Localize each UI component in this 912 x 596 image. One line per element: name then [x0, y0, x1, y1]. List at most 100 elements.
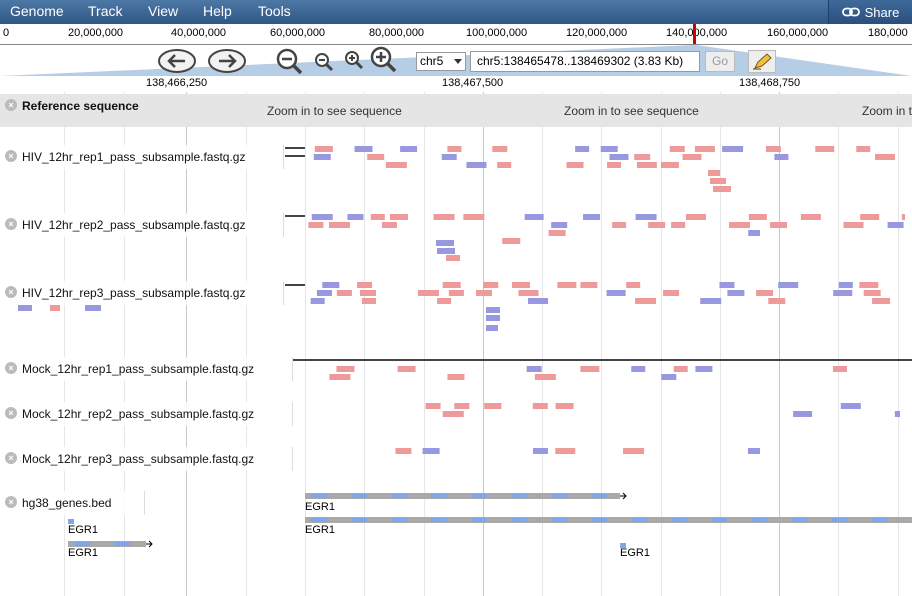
read[interactable]	[532, 448, 548, 454]
chromosome-select[interactable]: chr5	[416, 52, 466, 71]
gene-exon[interactable]	[74, 542, 90, 546]
read[interactable]	[669, 146, 685, 152]
read[interactable]	[833, 290, 853, 296]
gene-exon[interactable]	[620, 543, 626, 548]
read[interactable]	[400, 146, 418, 152]
read[interactable]	[580, 366, 600, 372]
read[interactable]	[856, 146, 871, 152]
track-label-hiv-rep1[interactable]: × HIV_12hr_rep1_pass_subsample.fastq.gz	[0, 145, 284, 169]
gene-feature[interactable]	[305, 517, 912, 523]
overview-location-marker[interactable]	[693, 24, 696, 44]
gene-feature[interactable]	[68, 541, 146, 547]
read[interactable]	[486, 325, 498, 331]
read[interactable]	[534, 374, 556, 380]
read[interactable]	[347, 214, 364, 220]
read[interactable]	[832, 366, 847, 372]
read[interactable]	[381, 222, 397, 228]
read[interactable]	[631, 366, 646, 372]
read[interactable]	[863, 290, 881, 296]
read[interactable]	[635, 298, 657, 304]
read[interactable]	[308, 222, 324, 228]
gene-exon[interactable]	[391, 518, 407, 522]
read[interactable]	[612, 222, 627, 228]
read[interactable]	[663, 290, 680, 296]
read[interactable]	[466, 162, 487, 168]
highlight-button[interactable]	[748, 50, 776, 73]
read[interactable]	[875, 154, 896, 160]
close-icon[interactable]: ×	[5, 286, 17, 298]
read[interactable]	[447, 146, 462, 152]
read[interactable]	[357, 282, 373, 288]
read[interactable]	[311, 214, 333, 220]
read[interactable]	[671, 222, 686, 228]
read[interactable]	[815, 146, 835, 152]
close-icon[interactable]: ×	[5, 452, 17, 464]
read[interactable]	[555, 403, 574, 409]
read-line[interactable]	[285, 215, 305, 217]
track-label-mock-rep2[interactable]: × Mock_12hr_rep2_pass_subsample.fastq.gz	[0, 402, 293, 426]
gene-label[interactable]: EGR1	[620, 547, 650, 559]
read[interactable]	[548, 230, 566, 236]
read[interactable]	[397, 366, 416, 372]
read[interactable]	[756, 290, 774, 296]
read[interactable]	[682, 154, 702, 160]
read[interactable]	[328, 222, 350, 228]
read[interactable]	[442, 411, 464, 417]
gene-exon[interactable]	[431, 518, 447, 522]
read[interactable]	[446, 255, 460, 261]
read[interactable]	[747, 448, 760, 454]
read[interactable]	[710, 178, 726, 184]
read[interactable]	[606, 290, 626, 296]
read[interactable]	[85, 305, 101, 311]
track-label-mock-rep3[interactable]: × Mock_12hr_rep3_pass_subsample.fastq.gz	[0, 447, 293, 471]
read[interactable]	[518, 290, 539, 296]
gene-exon[interactable]	[471, 494, 487, 498]
read[interactable]	[551, 222, 568, 228]
read[interactable]	[575, 146, 590, 152]
gene-exon[interactable]	[591, 518, 607, 522]
read[interactable]	[524, 214, 544, 220]
read[interactable]	[719, 282, 735, 288]
read[interactable]	[555, 448, 576, 454]
read[interactable]	[887, 222, 904, 228]
read[interactable]	[685, 214, 706, 220]
overview-ruler[interactable]: 0 20,000,000 40,000,000 60,000,000 80,00…	[0, 24, 912, 45]
read[interactable]	[583, 214, 601, 220]
gene-exon[interactable]	[311, 518, 327, 522]
track-label-genes[interactable]: × hg38_genes.bed	[0, 491, 145, 515]
read[interactable]	[359, 290, 376, 296]
read[interactable]	[437, 248, 455, 254]
read[interactable]	[316, 290, 332, 296]
close-icon[interactable]: ×	[5, 218, 17, 230]
go-button[interactable]: Go	[705, 51, 735, 72]
read[interactable]	[727, 290, 745, 296]
read[interactable]	[722, 146, 744, 152]
read[interactable]	[859, 282, 879, 288]
zoom-in-large-icon[interactable]	[369, 46, 399, 74]
gene-exon[interactable]	[68, 519, 74, 524]
gene-exon[interactable]	[114, 542, 130, 546]
read[interactable]	[433, 214, 455, 220]
read[interactable]	[580, 282, 598, 288]
pan-left-icon[interactable]	[157, 48, 197, 74]
close-icon[interactable]: ×	[5, 99, 17, 111]
share-button[interactable]: Share	[828, 0, 912, 24]
read[interactable]	[361, 298, 376, 304]
read[interactable]	[475, 290, 492, 296]
gene-exon[interactable]	[591, 494, 607, 498]
read[interactable]	[635, 214, 657, 220]
location-input[interactable]: chr5:138465478..138469302 (3.83 Kb)	[470, 51, 700, 72]
gene-label[interactable]: EGR1	[305, 524, 335, 536]
read[interactable]	[793, 411, 813, 417]
gene-feature[interactable]	[305, 493, 620, 499]
gene-label[interactable]: EGR1	[68, 524, 98, 536]
pan-right-icon[interactable]	[207, 48, 247, 74]
read[interactable]	[700, 298, 722, 304]
read[interactable]	[566, 162, 584, 168]
menu-track[interactable]: Track	[88, 3, 123, 19]
gene-exon[interactable]	[871, 518, 887, 522]
read[interactable]	[425, 403, 441, 409]
read[interactable]	[436, 240, 454, 246]
read[interactable]	[860, 214, 880, 220]
read[interactable]	[310, 298, 325, 304]
